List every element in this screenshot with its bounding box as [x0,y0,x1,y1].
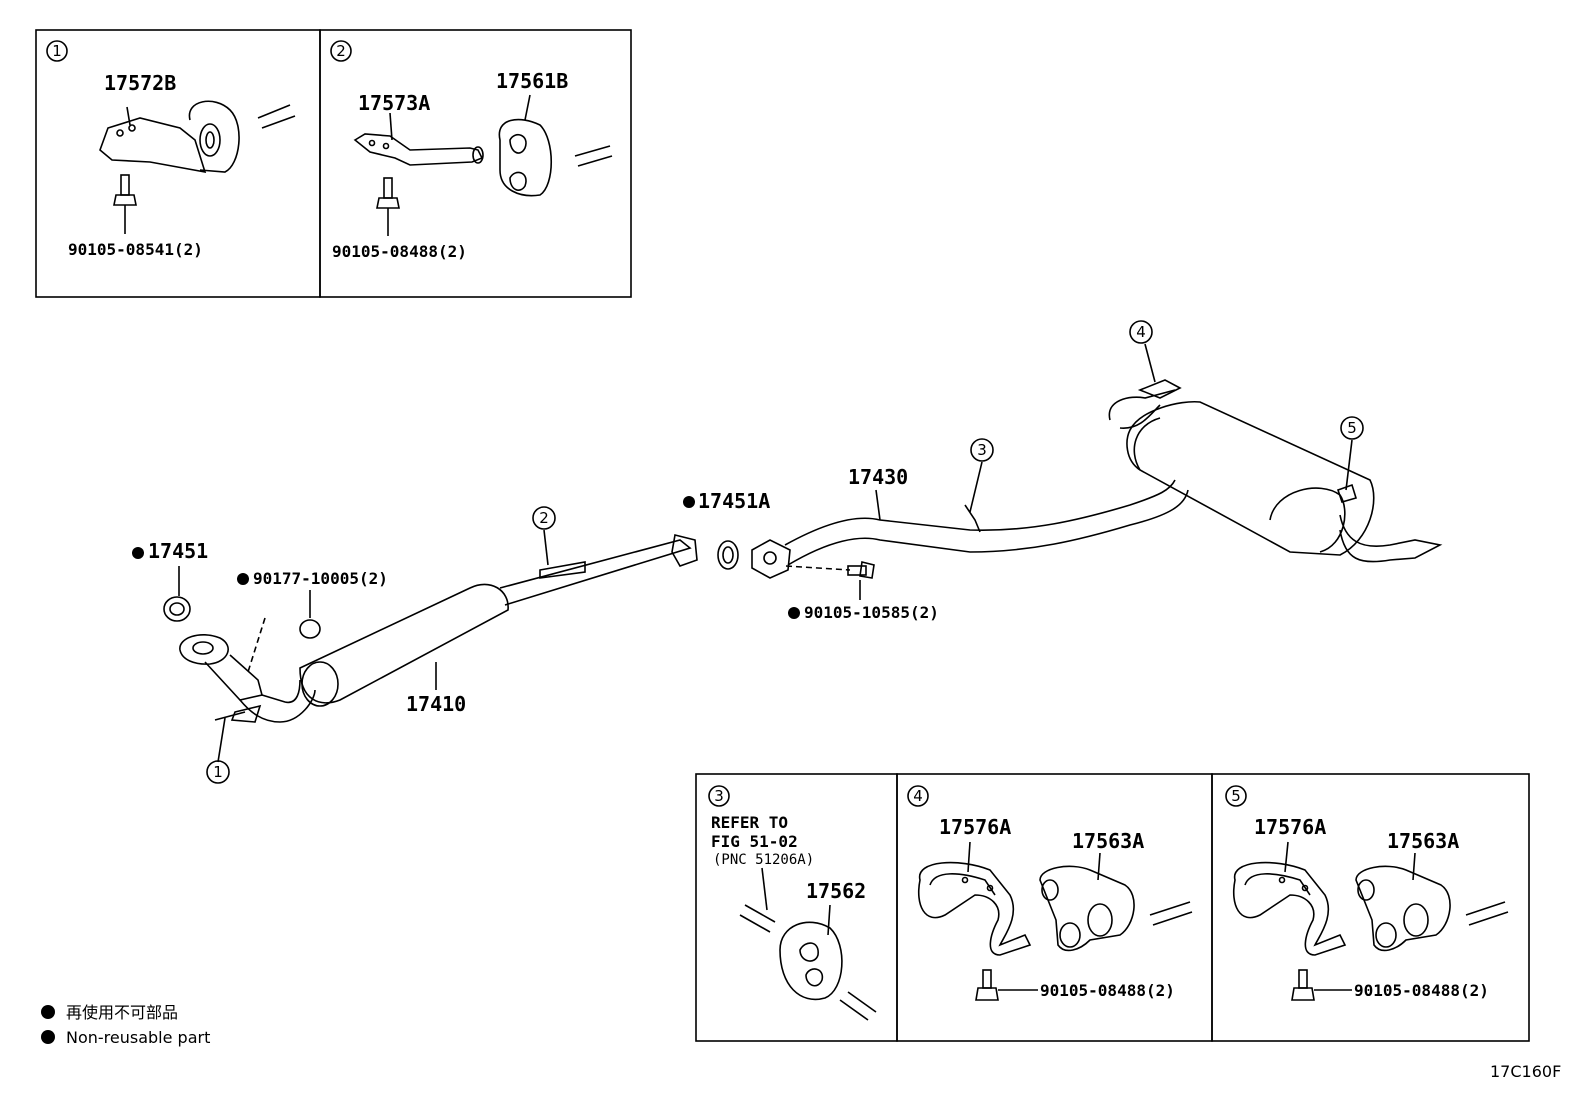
inset-5-cushion-drawing [1355,852,1509,952]
front-pipe-drawing [179,534,698,723]
inset-1-bracket-drawing [99,100,296,174]
inset-5-bracket-label: 17576A [1254,815,1326,839]
inset-box-2 [319,29,632,298]
gasket-front-label: 17451 [148,539,208,563]
inset-5-marker: 5 [1231,787,1241,805]
figure-code: 17C160F [1490,1062,1561,1081]
inset-4-bracket-drawing [918,841,1032,956]
gasket-center-drawing [717,540,739,570]
nut-drawing [299,619,321,639]
inset-3-cushion-label: 17562 [806,879,866,903]
inset-2-bracket-drawing [353,112,484,166]
bolt-center-drawing [847,561,875,579]
non-reusable-dots [41,496,800,1044]
inset-3-marker: 3 [714,787,724,805]
inset-5-bolt-label: 90105-08488(2) [1354,981,1489,1000]
inset-2-marker: 2 [336,42,346,60]
callout-5: 5 [1347,419,1357,437]
tail-pipe-drawing [751,479,1189,579]
bolt-center-label: 90105-10585(2) [804,603,939,622]
inset-1-bolt-label: 90105-08541(2) [68,240,203,259]
inset-5-bracket-drawing [1233,841,1347,956]
inset-5-bolt [1291,969,1352,1001]
inset-4-bracket-label: 17576A [939,815,1011,839]
leader-lines [178,343,1353,763]
callout-1: 1 [213,763,223,781]
inset-4-cushion-drawing [1039,852,1193,952]
nut-label: 90177-10005(2) [253,569,388,588]
inset-2-cushion-drawing [498,94,613,197]
gasket-front-drawing [163,596,191,622]
legend-jp: 再使用不可部品 [66,1003,178,1022]
legend-en: Non-reusable part [66,1028,210,1047]
tail-pipe-label: 17430 [848,465,908,489]
inset-3-refer-line2: FIG 51-02 [711,832,798,851]
inset-5-cushion-label: 17563A [1387,829,1459,853]
inset-4-cushion-label: 17563A [1072,829,1144,853]
inset-4-marker: 4 [913,787,923,805]
gasket-center-label: 17451A [698,489,770,513]
inset-box-5 [1211,773,1530,1042]
inset-4-bolt-label: 90105-08488(2) [1040,981,1175,1000]
rear-muffler-drawing [1108,379,1443,563]
inset-3-refer-line3: (PNC 51206A) [713,852,814,868]
circle-markers [46,40,1364,807]
inset-2-bolt [376,177,400,236]
inset-1-bolt [113,174,137,234]
callout-3: 3 [977,441,987,459]
callout-2: 2 [539,509,549,527]
inset-3-cushion-drawing [739,867,877,1021]
inset-2-bolt-label: 90105-08488(2) [332,242,467,261]
front-pipe-label: 17410 [406,692,466,716]
inset-1-marker: 1 [52,42,62,60]
callout-4: 4 [1136,323,1146,341]
inset-1-bracket-label: 17572B [104,71,176,95]
inset-3-refer-line1: REFER TO [711,813,788,832]
inset-2-bracket-label: 17573A [358,91,430,115]
inset-2-cushion-label: 17561B [496,69,568,93]
inset-4-bolt [975,969,1038,1001]
